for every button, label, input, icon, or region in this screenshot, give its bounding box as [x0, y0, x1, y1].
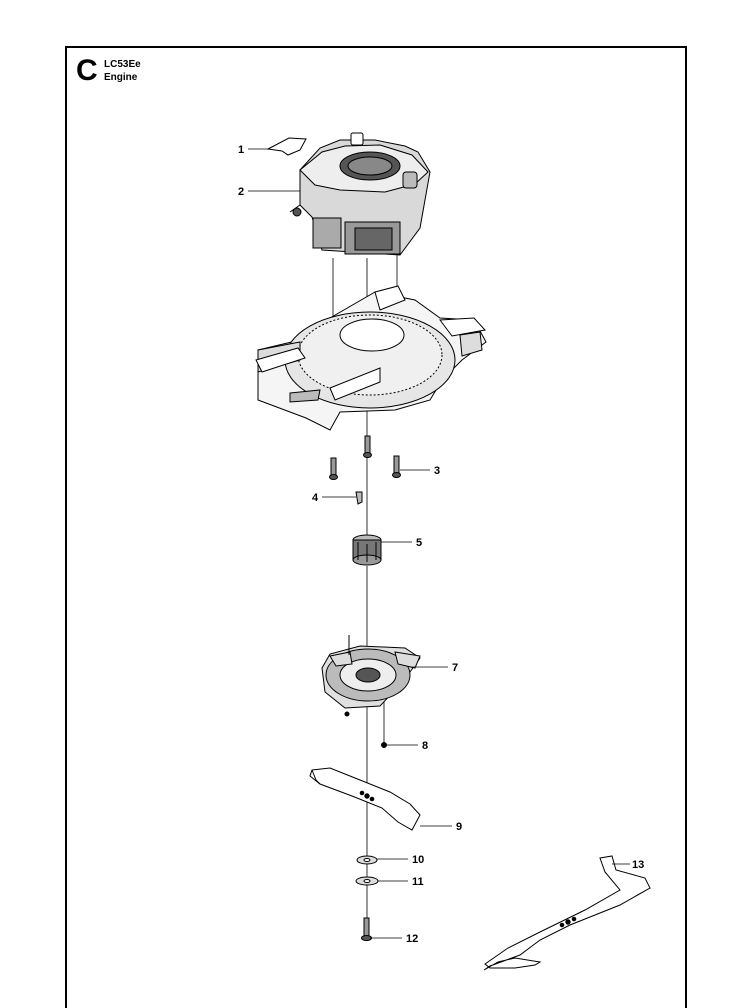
callout-number: 13 [632, 859, 644, 871]
model-name: LC53Ee [104, 59, 141, 70]
part-screw [381, 742, 387, 748]
callout-4: 4 [312, 492, 356, 504]
callout-number: 8 [422, 740, 428, 752]
callout-number: 9 [456, 821, 462, 833]
part-blade-bolt [361, 917, 372, 941]
callout-12: 12 [370, 933, 418, 945]
callout-number: 11 [412, 876, 424, 888]
part-key [355, 491, 363, 505]
callout-number: 5 [416, 537, 422, 549]
mower-deck [255, 285, 487, 431]
part-washer [356, 855, 378, 865]
callout-2: 2 [238, 186, 300, 198]
part-engine [289, 132, 431, 256]
callout-5: 5 [381, 537, 422, 549]
part-blade-alternative [483, 855, 651, 971]
callout-number: 10 [412, 854, 424, 866]
callout-number: 12 [406, 933, 418, 945]
callout-10: 10 [377, 854, 424, 866]
diagram-frame [65, 46, 687, 1008]
callout-number: 2 [238, 186, 244, 198]
callout-number: 7 [452, 662, 458, 674]
section-letter: C [76, 54, 98, 87]
callout-number: 1 [238, 144, 244, 156]
callout-number: 3 [434, 465, 440, 477]
callout-7: 7 [410, 662, 458, 674]
callout-9: 9 [420, 821, 462, 833]
part-fan-disc [321, 635, 421, 717]
callout-8: 8 [386, 740, 428, 752]
callout-13: 13 [612, 859, 644, 871]
part-blade [309, 767, 421, 831]
callout-11: 11 [378, 876, 424, 888]
callout-1: 1 [238, 144, 268, 156]
callout-3: 3 [400, 465, 440, 477]
part-bolts [329, 435, 401, 480]
section-name: Engine [104, 72, 138, 83]
part-washer-2 [355, 876, 379, 886]
part-label-decal [266, 137, 307, 156]
callout-number: 4 [312, 492, 319, 504]
part-blade-adapter [352, 534, 382, 566]
